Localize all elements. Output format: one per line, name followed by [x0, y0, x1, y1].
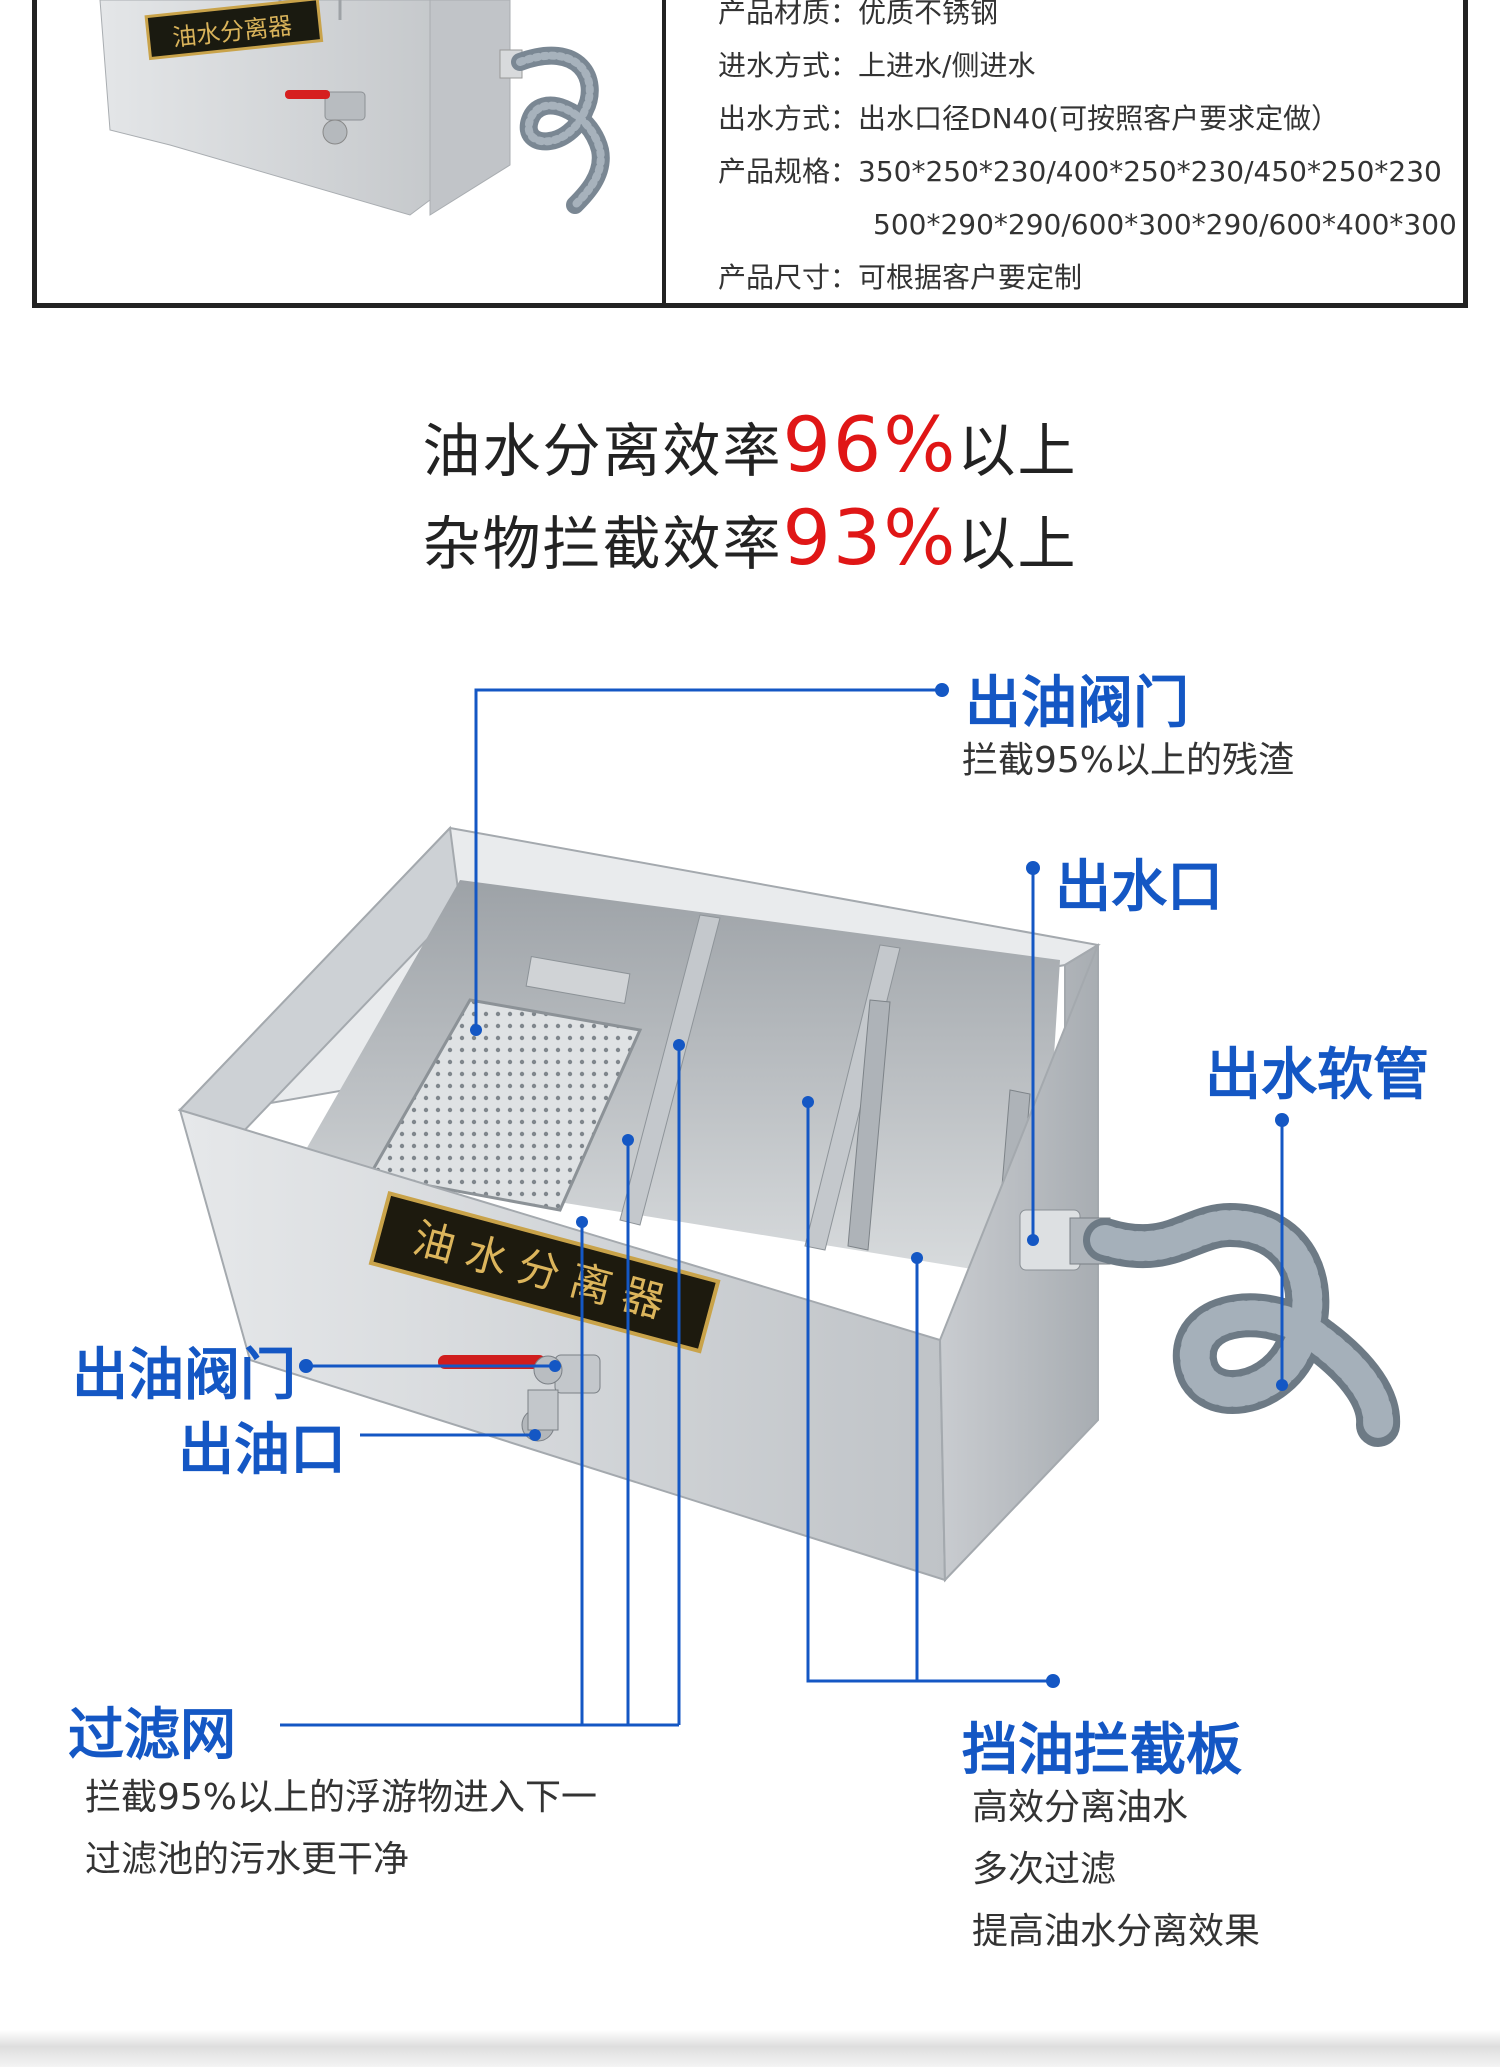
spec-list: 产品材质：优质不锈钢 进水方式：上进水/侧进水 出水方式：出水口径DN40(可按…	[718, 0, 1457, 304]
callout-lines	[280, 688, 1284, 1727]
oil-valve	[438, 1354, 601, 1442]
callout-filter-mesh-title: 过滤网	[68, 1703, 236, 1768]
leader-baffle	[806, 1102, 1053, 1683]
callout-filter-mesh-desc-2: 过滤池的污水更干净	[85, 1839, 410, 1880]
product-thumbnail: 油水分离器	[99, 0, 610, 216]
callout-filter-mesh-desc-1: 拦截95%以上的浮游物进入下一	[85, 1777, 598, 1818]
callout-baffle-title: 挡油拦截板	[962, 1718, 1242, 1783]
callout-oil-valve-top-desc: 拦截95%以上的残渣	[962, 740, 1295, 781]
spec-row-size-cont: 500*290*290/600*300*290/600*400*300	[873, 208, 1457, 241]
spec-row-inlet: 进水方式：上进水/侧进水	[718, 49, 1036, 82]
callout-baffle-desc-2: 多次过滤	[972, 1849, 1117, 1890]
callout-dots	[299, 683, 1289, 1688]
spec-row-size: 产品规格：350*250*230/400*250*230/450*250*230	[718, 155, 1442, 188]
tank-body: 油水分离器	[177, 825, 1401, 1583]
callout-baffle-desc-1: 高效分离油水	[972, 1787, 1189, 1828]
bottom-divider-strip	[0, 2030, 1500, 2067]
callout-oil-valve-left-title: 出油阀门	[72, 1343, 296, 1408]
leader-oil-valve-top	[474, 688, 940, 1030]
callout-oil-outlet-title: 出油口	[178, 1418, 346, 1483]
callout-oil-valve-top-title: 出油阀门	[965, 671, 1189, 736]
spec-row-outlet: 出水方式：出水口径DN40(可按照客户要求定做）	[718, 102, 1340, 135]
callout-water-outlet-title: 出水口	[1055, 855, 1223, 920]
spec-divider	[662, 0, 666, 308]
callout-drain-hose-title: 出水软管	[1205, 1043, 1429, 1108]
spec-row-custom: 产品尺寸：可根据客户要定制	[718, 261, 1083, 294]
callout-baffle-desc-3: 提高油水分离效果	[972, 1911, 1261, 1952]
headline-line-1: 油水分离效率96%以上	[422, 400, 1078, 489]
drain-hose	[1083, 1202, 1401, 1447]
headline-line-2: 杂物拦截效率93%以上	[422, 493, 1078, 582]
spec-row-material: 产品材质：优质不锈钢	[718, 0, 999, 29]
